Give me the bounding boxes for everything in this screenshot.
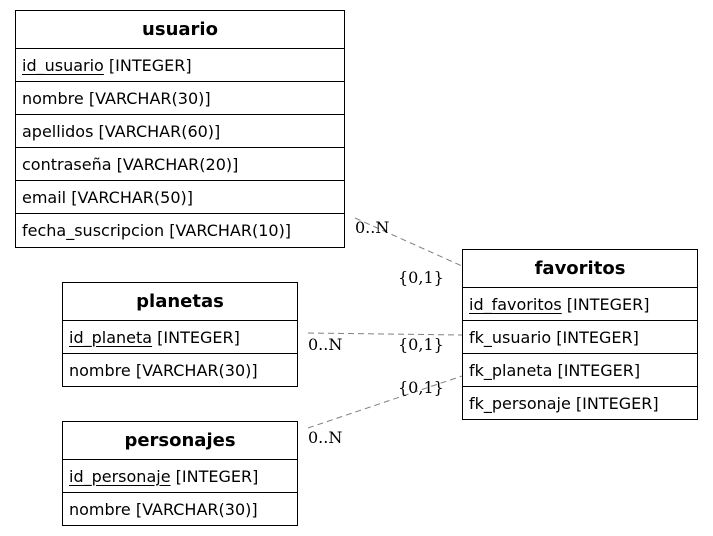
attribute-type: [INTEGER] bbox=[103, 55, 192, 75]
attribute-row: fecha_suscripcion [VARCHAR(10)] bbox=[22, 221, 292, 240]
attribute-row: id_planeta [INTEGER] bbox=[63, 321, 297, 354]
attribute-row: contraseña [VARCHAR(20)] bbox=[16, 148, 344, 181]
entity-title: favoritos bbox=[463, 250, 697, 288]
entity-planetas[interactable]: planetas id_planeta [INTEGER] nombre [VA… bbox=[62, 282, 298, 387]
attribute-row: fk_personaje [INTEGER] bbox=[469, 394, 659, 413]
entity-title: planetas bbox=[63, 283, 297, 321]
relationship-line-planetas-favoritos bbox=[307, 332, 463, 336]
attribute-row: id_usuario [INTEGER] bbox=[16, 49, 344, 82]
cardinality-usuario-to: {0,1} bbox=[398, 268, 444, 287]
attribute-row: fk_usuario [INTEGER] bbox=[463, 321, 697, 354]
attribute-row: fk_planeta [INTEGER] bbox=[463, 354, 697, 387]
attribute-type: [INTEGER] bbox=[170, 466, 259, 486]
primary-key: id_planeta bbox=[69, 327, 153, 347]
attribute-row: apellidos [VARCHAR(60)] bbox=[16, 115, 344, 148]
relationship-line-personajes-favoritos bbox=[307, 375, 463, 429]
entity-usuario[interactable]: usuario id_usuario [INTEGER] nombre [VAR… bbox=[15, 10, 345, 248]
attribute-row: nombre [VARCHAR(30)] bbox=[16, 82, 344, 115]
attribute-row: nombre [VARCHAR(30)] bbox=[69, 500, 258, 519]
attribute-type: [INTEGER] bbox=[561, 294, 650, 314]
entity-personajes[interactable]: personajes id_personaje [INTEGER] nombre… bbox=[62, 421, 298, 526]
entity-title: personajes bbox=[63, 422, 297, 460]
attribute-row: id_personaje [INTEGER] bbox=[63, 460, 297, 493]
cardinality-planetas-from: 0..N bbox=[308, 335, 342, 354]
entity-title: usuario bbox=[16, 11, 344, 49]
cardinality-usuario-from: 0..N bbox=[355, 218, 389, 237]
attribute-row: nombre [VARCHAR(30)] bbox=[69, 361, 258, 380]
cardinality-personajes-to: {0,1} bbox=[398, 378, 444, 397]
primary-key: id_personaje bbox=[69, 466, 171, 486]
primary-key: id_favoritos bbox=[469, 294, 562, 314]
attribute-type: [INTEGER] bbox=[152, 327, 240, 347]
cardinality-planetas-to: {0,1} bbox=[398, 335, 444, 354]
primary-key: id_usuario bbox=[22, 55, 104, 75]
attribute-row: id_favoritos [INTEGER] bbox=[463, 288, 697, 321]
cardinality-personajes-from: 0..N bbox=[308, 428, 342, 447]
attribute-row: email [VARCHAR(50)] bbox=[16, 181, 344, 214]
entity-favoritos[interactable]: favoritos id_favoritos [INTEGER] fk_usua… bbox=[462, 249, 698, 420]
